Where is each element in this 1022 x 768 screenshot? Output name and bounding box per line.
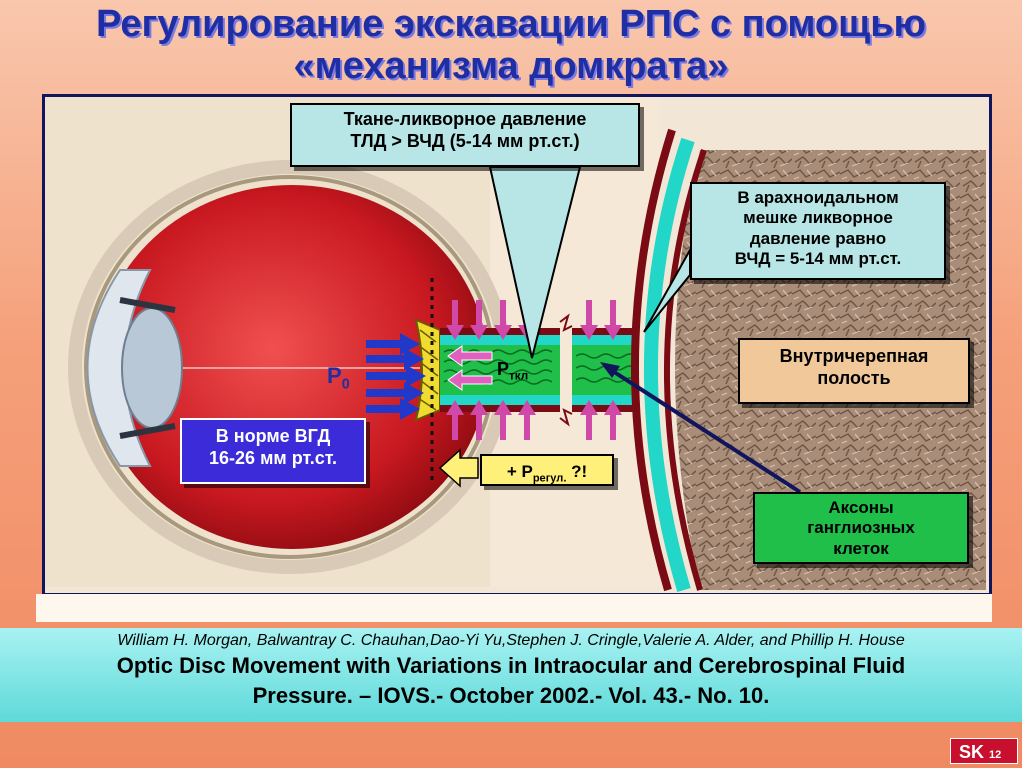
arach-line4: ВЧД = 5-14 мм рт.ст. <box>734 249 902 269</box>
nerve-bundle-2 <box>572 345 638 395</box>
axons-pointer-line <box>606 366 802 494</box>
logo-text: SK <box>959 742 985 762</box>
citation-panel: William H. Morgan, Balwantray C. Chauhan… <box>0 628 1022 722</box>
preg-suffix: ?! <box>571 462 588 481</box>
arachnoid-pressure-box: В арахноидальном мешке ликворное давлени… <box>690 182 946 280</box>
axons-line1: Аксоны <box>828 498 894 517</box>
tld-callout-pointer <box>488 166 582 359</box>
slide-number: 12 <box>989 749 1002 761</box>
tissue-csf-pressure-box: Ткане-ликворное давление ТЛД > ВЧД (5-14… <box>290 103 640 167</box>
tissue-pressure-arrows-top <box>446 300 622 340</box>
preg-sub: регул. <box>532 472 567 485</box>
citation-ref-line1: Optic Disc Movement with Variations in I… <box>116 653 906 678</box>
regulation-arrow <box>438 448 479 488</box>
arach-line1: В арахноидальном <box>737 188 899 207</box>
tissue-pressure-arrows-bottom <box>446 400 622 440</box>
sk-logo: SK 12 <box>950 738 1018 764</box>
slide-title-line1: Регулирование экскавации РПС с помощью <box>95 3 927 45</box>
citation-authors: William H. Morgan, Balwantray C. Chauhan… <box>117 632 905 649</box>
p0-sub: 0 <box>341 376 350 393</box>
p0-main: P <box>327 363 342 388</box>
lens <box>121 307 183 429</box>
ptkl-main: P <box>497 359 510 379</box>
iris-bottom <box>119 423 176 439</box>
citation-ref-line2: Pressure. – IOVS.- October 2002.- Vol. 4… <box>252 683 770 708</box>
iop-arrows <box>366 333 426 420</box>
frame-footer-strip <box>36 594 992 622</box>
intra-line2: полость <box>817 367 891 388</box>
intracranial-cavity-box: Внутричерепная полость <box>738 338 970 404</box>
iop-line1: В норме ВГД <box>215 426 331 446</box>
cornea <box>86 269 152 467</box>
lamina-cribrosa <box>414 318 441 422</box>
axons-line3: клеток <box>833 538 889 558</box>
lamina-hatch <box>417 329 439 411</box>
iop-line2: 16-26 мм рт.ст. <box>209 447 337 468</box>
iris-top <box>119 297 176 313</box>
translaminar-arrows <box>447 345 493 391</box>
normal-iop-box: В норме ВГД 16-26 мм рт.ст. <box>180 418 366 484</box>
preg-prefix: + P <box>506 462 533 481</box>
arachnoid-layer <box>644 137 695 592</box>
arach-line2: мешке ликворное <box>743 208 893 228</box>
axons-pointer-head <box>600 362 620 378</box>
slide-title-line2: «механизма домкрата» <box>293 45 729 87</box>
nerve-break <box>559 313 573 427</box>
ptkl-label: Pткл <box>497 359 528 383</box>
p0-label: P0 <box>327 363 350 392</box>
ptkl-sub: ткл <box>509 369 529 383</box>
intra-line1: Внутричерепная <box>779 346 929 366</box>
nerve-fibres-1 <box>443 349 553 385</box>
pia-layer <box>664 149 707 591</box>
arach-line3: давление равно <box>749 228 887 248</box>
axons-line2: ганглиозных <box>807 518 915 538</box>
dura-membrane-outer <box>631 128 676 592</box>
regulation-pressure-box: + Pрегул. ?! <box>480 454 614 486</box>
tld-line1: Ткане-ликворное давление <box>343 109 587 129</box>
tld-line2: ТЛД > ВЧД (5-14 мм рт.ст.) <box>350 130 580 151</box>
ganglion-axons-box: Аксоны ганглиозных клеток <box>753 492 969 564</box>
